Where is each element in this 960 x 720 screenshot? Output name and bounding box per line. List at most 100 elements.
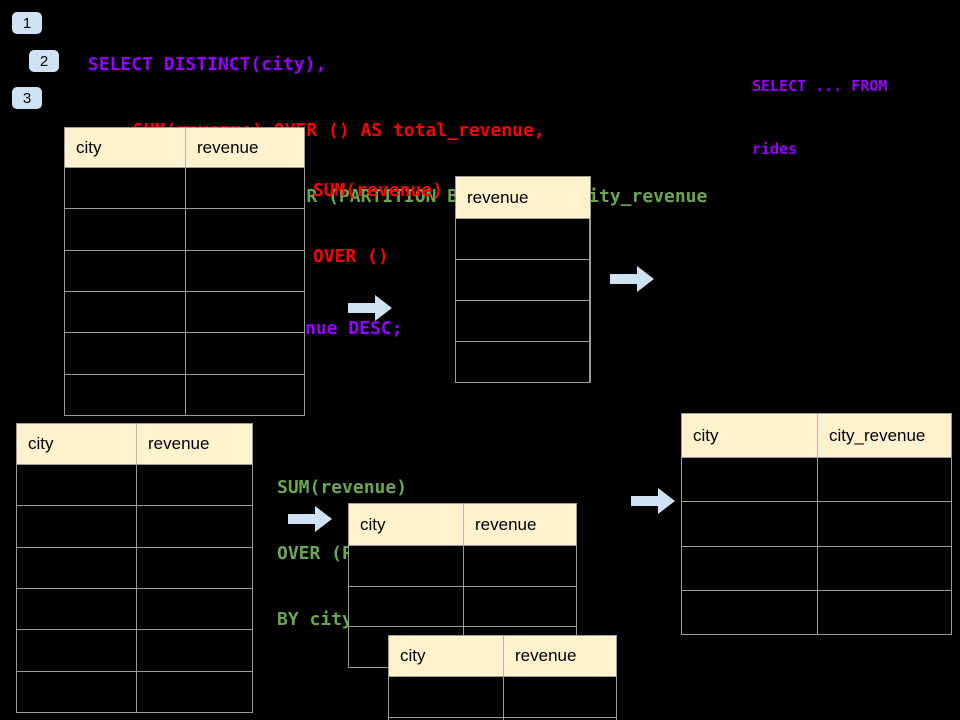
table-total-revenue: revenue <box>455 176 591 383</box>
table-cell <box>137 589 252 629</box>
table-cell <box>389 677 504 717</box>
snippet-line-2: rides <box>752 140 798 158</box>
table-row <box>349 586 576 628</box>
table-cell <box>504 677 616 717</box>
table-cell <box>65 250 186 291</box>
table-cell <box>137 465 252 505</box>
table-header-row: city revenue <box>65 128 304 168</box>
table-header-row: city revenue <box>349 504 576 546</box>
table-body <box>389 677 616 720</box>
table-cell <box>17 506 137 547</box>
table-row <box>682 502 951 547</box>
flow-arrow-right-icon <box>348 295 392 321</box>
table-row <box>65 374 304 415</box>
table-row <box>17 630 252 672</box>
table-source-rides-top: city revenue <box>64 127 305 416</box>
table-cell <box>65 333 186 374</box>
column-header-city-revenue: city_revenue <box>829 425 926 445</box>
table-row <box>17 588 252 631</box>
annotation-line: OVER () <box>313 246 389 267</box>
table-body <box>17 465 252 712</box>
table-cell <box>65 374 186 415</box>
table-cell <box>17 630 137 671</box>
table-row <box>65 291 304 334</box>
table-header-row: city city_revenue <box>682 414 951 458</box>
table-row <box>17 671 252 712</box>
table-cell <box>818 591 951 634</box>
column-header-revenue: revenue <box>148 434 210 453</box>
table-row <box>65 250 304 292</box>
table-cell <box>17 547 137 588</box>
table-cell <box>389 717 504 720</box>
step-badge-3: 3 <box>12 87 42 109</box>
table-cell <box>186 333 304 373</box>
table-cell <box>818 502 951 545</box>
table-row <box>456 301 590 342</box>
table-row <box>456 342 590 382</box>
table-cell <box>186 375 304 415</box>
column-header-revenue: revenue <box>515 646 577 665</box>
table-row <box>682 590 951 634</box>
table-source-rides-bottom: city revenue <box>16 423 253 713</box>
table-cell <box>456 301 590 341</box>
table-cell <box>456 260 590 300</box>
step-badge-2: 2 <box>29 50 59 72</box>
table-partition-front: city revenue <box>388 635 617 720</box>
step-badge-1: 1 <box>12 12 42 34</box>
annotation-line: SUM(revenue) <box>313 180 444 201</box>
table-body <box>682 458 951 634</box>
column-header-city: city <box>389 636 504 676</box>
table-header-row: city revenue <box>17 424 252 465</box>
table-cell <box>818 547 951 590</box>
table-row <box>65 333 304 375</box>
table-cell <box>186 168 304 208</box>
table-cell <box>186 251 304 291</box>
table-cell <box>456 342 590 382</box>
table-cell <box>137 506 252 546</box>
table-row <box>389 717 616 720</box>
column-header-city: city <box>17 424 137 464</box>
snippet-line-1: SELECT ... FROM <box>752 77 888 95</box>
column-header-revenue: revenue <box>197 137 259 157</box>
table-cell <box>682 502 818 546</box>
column-header-city: city <box>65 128 186 167</box>
table-cell <box>186 209 304 249</box>
table-row <box>682 546 951 591</box>
table-row <box>456 219 590 260</box>
table-cell <box>137 672 252 712</box>
total-revenue-annotation: SUM(revenue) OVER () <box>313 136 443 312</box>
table-body <box>456 219 590 382</box>
table-header-row: revenue <box>456 177 590 219</box>
table-row <box>17 506 252 548</box>
table-cell <box>17 465 137 506</box>
table-row <box>456 260 590 301</box>
select-from-rides-snippet: SELECT ... FROM rides <box>752 34 887 202</box>
table-cell <box>682 458 818 502</box>
flow-arrow-right-icon <box>288 506 332 532</box>
sql-line-select: SELECT DISTINCT(city), <box>88 54 327 75</box>
column-header-city: city <box>682 414 818 457</box>
column-header-revenue: revenue <box>475 514 537 534</box>
column-header-revenue: revenue <box>467 187 529 207</box>
table-cell <box>818 458 951 501</box>
table-cell <box>137 548 252 588</box>
table-cell <box>186 292 304 332</box>
table-row <box>389 677 616 718</box>
table-cell <box>137 630 252 670</box>
table-city-revenue-result: city city_revenue <box>681 413 952 635</box>
table-cell <box>682 590 818 634</box>
annotation-line: SUM(revenue) <box>277 477 408 498</box>
table-row <box>17 465 252 507</box>
table-cell <box>464 546 576 586</box>
table-cell <box>464 587 576 627</box>
table-header-row: city revenue <box>389 636 616 677</box>
table-cell <box>682 546 818 590</box>
table-row <box>65 209 304 251</box>
table-row <box>682 458 951 503</box>
table-row <box>17 547 252 589</box>
table-cell <box>17 671 137 712</box>
flow-arrow-right-icon <box>610 266 654 292</box>
table-cell <box>65 168 186 209</box>
table-body <box>65 168 304 415</box>
